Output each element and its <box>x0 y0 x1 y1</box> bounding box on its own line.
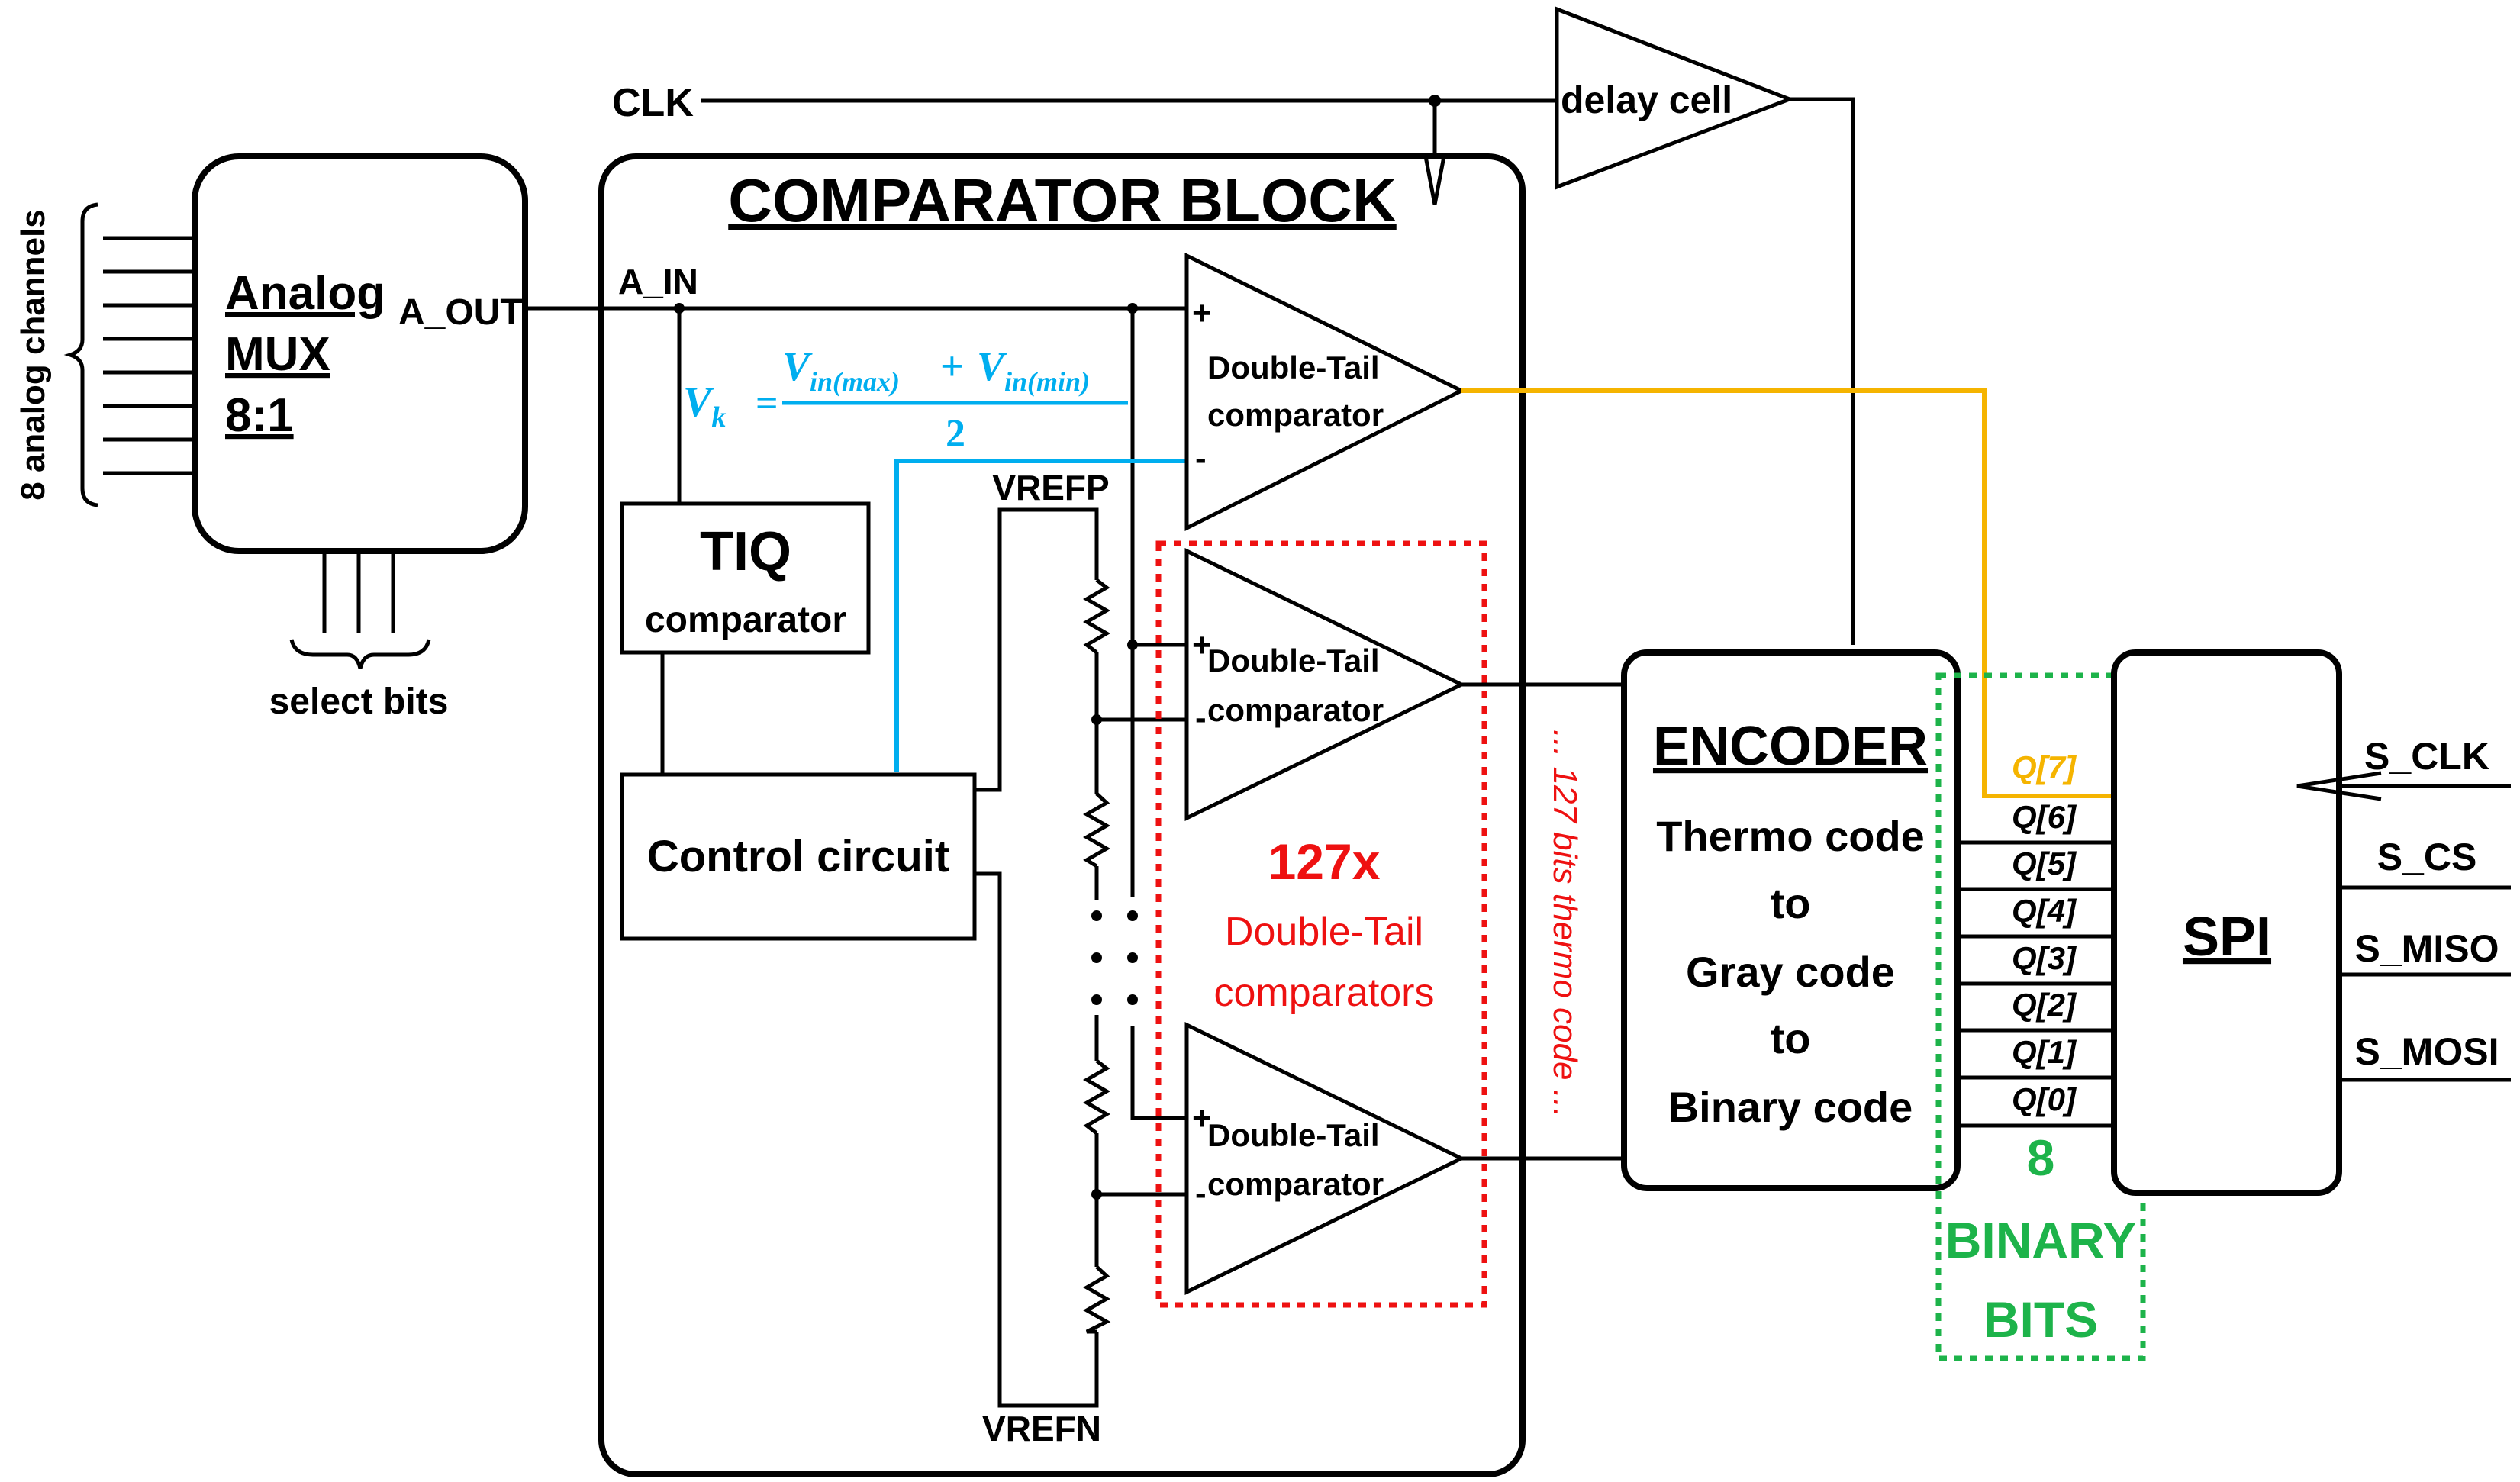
vrefp-label: VREFP <box>992 468 1109 507</box>
encoder-box <box>1621 649 1961 1191</box>
encoder: ENCODER Thermo code to Gray code to Bina… <box>1621 649 1961 1191</box>
binary-bits-line2: BINARY <box>1945 1212 2137 1268</box>
spi-pin-sclk: S_CLK <box>2364 735 2489 778</box>
q4-label: Q[4] <box>2012 893 2077 929</box>
tiq-title: TIQ <box>700 521 791 582</box>
control-circuit-label: Control circuit <box>647 832 949 881</box>
svg-text:Double-Tail: Double-Tail <box>1207 1117 1380 1153</box>
svg-text:+: + <box>1192 295 1212 332</box>
binary-bits-line3: BITS <box>1983 1291 2098 1348</box>
ain-label: A_IN <box>618 262 698 301</box>
q7-wire <box>1461 388 2114 798</box>
channel-lines <box>103 236 195 475</box>
comparator-top: + - Double-Tail comparator <box>1184 252 1466 532</box>
svg-text:Double-Tail: Double-Tail <box>1207 643 1380 678</box>
q0-label: Q[0] <box>2012 1081 2077 1118</box>
encoder-title: ENCODER <box>1653 716 1928 777</box>
vrefn-label: VREFN <box>982 1409 1101 1448</box>
q2-label: Q[2] <box>2012 987 2077 1023</box>
control-circuit-box <box>620 772 977 941</box>
encoder-line1: Thermo code <box>1656 812 1925 860</box>
q1-label: Q[1] <box>2012 1034 2077 1071</box>
svg-text:Vk: Vk <box>683 379 726 433</box>
spi-pin-scs: S_CS <box>2377 836 2477 878</box>
svg-text:+: + <box>1192 627 1212 664</box>
comparator-array-box <box>1155 540 1487 1308</box>
q-bus-lines <box>1958 840 2114 1128</box>
clk-label: CLK <box>612 81 694 125</box>
aout-label: A_OUT <box>398 292 523 333</box>
svg-text:Vin(max): Vin(max) <box>782 343 900 397</box>
channels-label: 8 analog channels <box>15 209 52 500</box>
svg-text:=: = <box>756 382 778 425</box>
svg-text:-: - <box>1195 440 1207 477</box>
vk-formula: Vk = Vin(max) + Vin(min) 2 <box>683 343 1128 456</box>
comparator-array-line1: Double-Tail <box>1225 910 1423 954</box>
encoder-line4: to <box>1771 1014 1811 1062</box>
binary-bits-line1: 8 <box>2027 1129 2055 1186</box>
spi-box <box>2111 649 2342 1196</box>
thermo-code-label: ... 127 bits thermo code ... <box>1546 730 1584 1118</box>
encoder-line5: Binary code <box>1668 1083 1913 1131</box>
spi-title: SPI <box>2183 907 2271 968</box>
svg-text:-: - <box>1195 1174 1207 1212</box>
comparator-block: COMPARATOR BLOCK A_IN Vk = Vin(max) + Vi… <box>525 153 1526 1477</box>
svg-text:Double-Tail: Double-Tail <box>1207 350 1380 385</box>
comparator-block-title: COMPARATOR BLOCK <box>728 166 1397 234</box>
comparator-count: 127x <box>1268 833 1381 890</box>
resistor-ladder <box>1082 578 1111 1334</box>
q-labels: Q[7] Q[6] Q[5] Q[4] Q[3] Q[2] Q[1] Q[0] <box>2012 749 2077 1118</box>
mux-title-line1: Analog <box>225 267 385 320</box>
svg-text:+: + <box>1192 1100 1212 1137</box>
mux-title-line3: 8:1 <box>225 389 294 442</box>
select-lines <box>322 551 395 633</box>
svg-text:Vin(min): Vin(min) <box>977 343 1090 397</box>
svg-text:comparator: comparator <box>1207 692 1384 728</box>
q7-label: Q[7] <box>2012 749 2077 786</box>
select-brace <box>289 639 431 669</box>
q5-label: Q[5] <box>2012 846 2077 882</box>
comparator-block-box <box>598 153 1526 1477</box>
ladder-ellipsis <box>1091 910 1138 1005</box>
analog-mux: 8 analog channels Analog MUX 8:1 A_OUT s… <box>15 153 528 722</box>
delay-cell-label: delay cell <box>1561 79 1732 121</box>
tiq-sub: comparator <box>645 600 846 640</box>
spi-clock-arrow <box>2296 771 2382 801</box>
svg-text:+: + <box>940 343 964 389</box>
spi-pin-smiso: S_MISO <box>2355 927 2499 970</box>
clock-path: CLK delay cell <box>612 6 1866 699</box>
channels-brace <box>63 202 98 507</box>
delay-cell-triangle <box>1555 6 1796 190</box>
vk-wire <box>894 459 1187 772</box>
q6-label: Q[6] <box>2012 799 2077 836</box>
comparator-middle: + - Double-Tail comparator <box>1184 548 1466 821</box>
comparator-array-line2: comparators <box>1214 971 1435 1015</box>
svg-text:2: 2 <box>946 412 965 456</box>
spi-pin-smosi: S_MOSI <box>2355 1030 2499 1073</box>
svg-text:comparator: comparator <box>1207 397 1384 433</box>
q3-label: Q[3] <box>2012 940 2077 977</box>
svg-text:comparator: comparator <box>1207 1166 1384 1202</box>
clock-arrow-comparator <box>1423 156 1446 205</box>
tiq-box <box>620 501 871 655</box>
comparator-bottom: + - Double-Tail comparator <box>1184 1022 1466 1295</box>
svg-text:-: - <box>1195 699 1207 736</box>
mux-title-line2: MUX <box>225 328 330 381</box>
spi: SPI S_CLK S_CS S_MISO S_MOSI <box>2111 649 2511 1196</box>
select-bits-label: select bits <box>269 681 449 722</box>
encoder-line2: to <box>1771 879 1811 927</box>
encoder-line3: Gray code <box>1686 948 1895 996</box>
